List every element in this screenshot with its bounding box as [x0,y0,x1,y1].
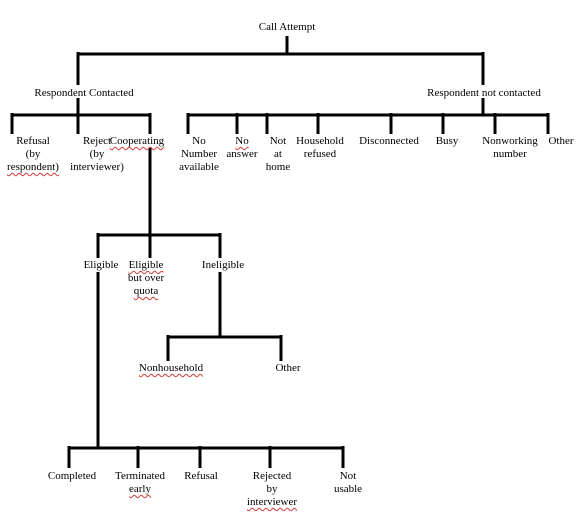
node-label-line: Refusal [16,135,50,147]
node-label-line: Reject [82,135,112,147]
node-household-refused: Household refused [296,135,344,161]
node-label: Ineligible [201,259,245,271]
node-label-line: usable [333,483,363,495]
node-no-number-available: No Number available [179,135,219,174]
node-label-line: early [129,483,151,495]
node-label-line: at [274,148,282,160]
node-label: Other [548,135,574,147]
node-label: Cooperating [109,135,165,147]
node-ineligible: Ineligible [202,259,244,272]
node-nonhousehold: Nonhousehold [139,362,203,375]
node-label: Refusal [184,470,218,482]
node-not-at-home: Not at home [266,135,290,174]
node-other-not-contacted: Other [548,135,573,148]
node-label-line: number [493,148,527,160]
node-reject-by-interviewer: Reject (by interviewer) [70,135,124,174]
node-label-line: Not [339,470,357,482]
node-label-line: interviewer) [70,161,124,173]
node-label-line: by [266,483,278,495]
node-label: Disconnected [359,135,419,147]
node-label-line: Rejected [252,470,292,482]
node-label: Nonhousehold [138,362,204,374]
node-label-line: available [179,161,219,173]
node-respondent-not-contacted: Respondent not contacted [427,87,541,100]
node-eligible: Eligible [84,259,119,272]
node-label-line: but over [127,272,165,284]
node-label-line: Eligible [128,259,164,271]
node-label-line: No [235,135,249,147]
node-label-line: (by [25,148,41,160]
node-other-ineligible: Other [275,362,300,375]
node-respondent-contacted: Respondent Contacted [34,87,133,100]
node-label-line: (by [89,148,105,160]
node-label: Busy [435,135,459,147]
node-label-line: interviewer [246,496,298,508]
node-label: Eligible [83,259,119,271]
node-label-line: Household [296,135,344,147]
node-label-line: refused [303,148,337,160]
node-label: Completed [47,470,97,482]
node-label-line: Not [269,135,287,147]
node-label-line: Nonworking [482,135,538,147]
node-label: Respondent not contacted [427,87,541,99]
node-call-attempt: Call Attempt [259,21,316,34]
node-no-answer: No answer [226,135,257,161]
node-completed: Completed [48,470,96,483]
node-label: Other [275,362,301,374]
node-terminated-early: Terminated early [115,470,165,496]
node-label-line: Number [180,148,218,160]
node-cooperating: Cooperating [110,135,164,148]
node-label-line: quota [133,285,159,297]
node-label: Call Attempt [258,21,316,33]
node-label: Respondent Contacted [34,87,134,99]
node-refusal-by-respondent: Refusal (by respondent) [7,135,59,174]
node-rejected-by-interviewer: Rejected by interviewer [247,470,297,509]
node-refusal-eligible: Refusal [184,470,218,483]
node-label-line: home [265,161,291,173]
node-label-line: No [192,135,206,147]
node-label-line: respondent) [7,161,59,173]
node-label-line: Terminated [115,470,165,482]
node-label-line: answer [226,148,258,160]
node-eligible-but-over-quota: Eligible but over quota [128,259,164,298]
node-not-usable: Not usable [334,470,362,496]
node-nonworking-number: Nonworking number [482,135,538,161]
node-busy: Busy [436,135,459,148]
node-disconnected: Disconnected [359,135,419,148]
